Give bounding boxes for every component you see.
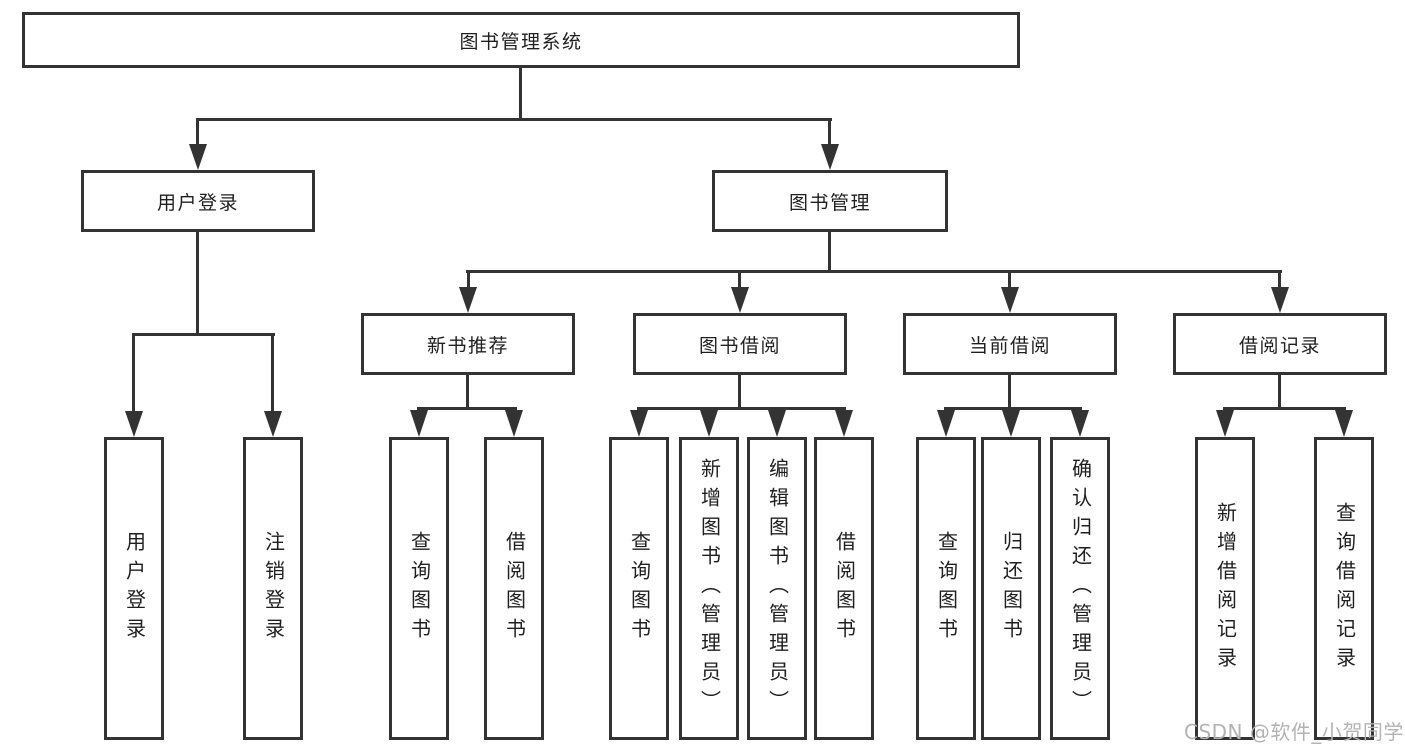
connector-line — [738, 375, 741, 410]
connector-line — [467, 270, 470, 291]
node-current-confirm-return-admin: 确认归还（管理员） — [1050, 437, 1110, 740]
down-arrowhead — [1216, 410, 1234, 437]
node-new-book-recommendation-label: 新书推荐 — [426, 334, 509, 357]
connector-line — [466, 270, 1282, 273]
connector-line — [637, 407, 846, 410]
connector-line — [1278, 375, 1281, 410]
node-borrow-query-books: 查询图书 — [609, 437, 669, 740]
connector-line — [519, 68, 522, 120]
down-arrowhead — [937, 410, 955, 437]
connector-line — [738, 270, 741, 291]
node-recommend-borrow-books: 借阅图书 — [484, 437, 544, 740]
down-arrowhead — [410, 410, 428, 437]
connector-line — [828, 232, 831, 273]
node-user-login-label: 用户登录 — [156, 191, 239, 214]
connector-line — [196, 118, 832, 121]
down-arrowhead — [189, 144, 207, 170]
connector-line — [271, 333, 274, 415]
node-library-system-label: 图书管理系统 — [459, 30, 583, 53]
connector-line — [1278, 270, 1281, 291]
down-arrowhead — [125, 411, 143, 437]
down-arrowhead — [1071, 410, 1089, 437]
down-arrowhead — [630, 410, 648, 437]
connector-line — [196, 118, 199, 148]
node-recommend-query-books: 查询图书 — [389, 437, 449, 740]
node-borrow-edit-books-admin: 编辑图书（管理员） — [747, 437, 807, 740]
down-arrowhead — [835, 410, 853, 437]
connector-line — [196, 232, 199, 336]
node-current-query-books: 查询图书 — [916, 437, 976, 740]
connector-line — [132, 333, 275, 336]
node-current-borrowing-label: 当前借阅 — [968, 334, 1051, 357]
node-borrow-add-books-admin: 新增图书（管理员） — [679, 437, 739, 740]
connector-line — [466, 375, 469, 410]
node-records-query-record: 查询借阅记录 — [1314, 437, 1374, 740]
node-leaf-user-login: 用户登录 — [104, 437, 164, 740]
connector-line — [1008, 375, 1011, 410]
down-arrowhead — [1271, 287, 1289, 313]
connector-line — [417, 407, 517, 410]
node-borrow-borrow-books: 借阅图书 — [814, 437, 874, 740]
node-leaf-logout: 注销登录 — [243, 437, 303, 740]
node-book-management-label: 图书管理 — [788, 191, 871, 214]
down-arrowhead — [700, 410, 718, 437]
node-current-return-books: 归还图书 — [981, 437, 1041, 740]
node-records-add-record: 新增借阅记录 — [1195, 437, 1255, 740]
down-arrowhead — [1335, 410, 1353, 437]
node-borrowing-records: 借阅记录 — [1173, 313, 1387, 375]
down-arrowhead — [821, 144, 839, 170]
watermark: CSDN @软件_小贺同学 — [1184, 720, 1404, 744]
down-arrowhead — [459, 287, 477, 313]
node-book-borrowing: 图书借阅 — [633, 313, 847, 375]
down-arrowhead — [264, 411, 282, 437]
node-current-borrowing: 当前借阅 — [903, 313, 1117, 375]
node-library-system: 图书管理系统 — [22, 12, 1020, 68]
connector-line — [132, 333, 135, 415]
connector-line — [828, 118, 831, 148]
node-book-borrowing-label: 图书借阅 — [698, 334, 781, 357]
node-user-login: 用户登录 — [81, 170, 315, 232]
down-arrowhead — [1002, 410, 1020, 437]
down-arrowhead — [505, 410, 523, 437]
node-borrowing-records-label: 借阅记录 — [1238, 334, 1321, 357]
node-new-book-recommendation: 新书推荐 — [361, 313, 575, 375]
down-arrowhead — [731, 287, 749, 313]
connector-line — [944, 407, 1082, 410]
down-arrowhead — [768, 410, 786, 437]
connector-line — [1223, 407, 1346, 410]
node-book-management: 图书管理 — [712, 170, 948, 232]
connector-line — [1008, 270, 1011, 291]
down-arrowhead — [1001, 287, 1019, 313]
